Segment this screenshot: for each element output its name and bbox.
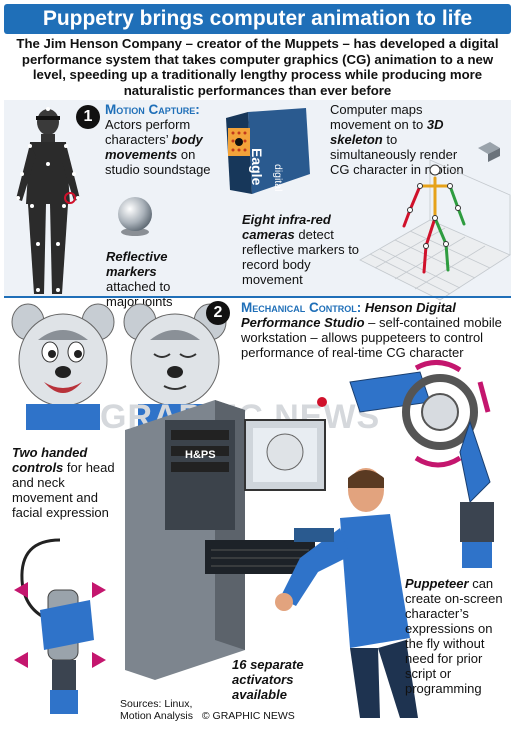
intro-text: The Jim Henson Company – creator of the … bbox=[16, 36, 499, 98]
head-control-rig-illustration bbox=[317, 360, 494, 568]
camera-brand-sub: digital bbox=[272, 164, 284, 192]
small-camera-icon bbox=[478, 142, 500, 162]
3d-skeleton-illustration bbox=[359, 159, 511, 301]
puppeteer-text: Puppeteer can create on-screen character… bbox=[405, 576, 503, 696]
motion-capture-heading: Motion Capture: bbox=[105, 102, 200, 117]
sources-footer: Sources: Linux, Motion Analysis © GRAPHI… bbox=[120, 698, 295, 722]
reflective-marker-illustration bbox=[118, 197, 152, 236]
section-number-1: 1 bbox=[76, 105, 100, 129]
workstation-illustration bbox=[125, 400, 326, 680]
controls-text: Two handed controls for head and neck mo… bbox=[12, 445, 115, 520]
section-number-2: 2 bbox=[206, 301, 230, 325]
character-face-smiling bbox=[11, 303, 115, 430]
mechanical-control-text: Mechanical Control: Henson Digital Perfo… bbox=[241, 300, 502, 360]
camera-text: Eight infra-red cameras detect reflectiv… bbox=[242, 212, 360, 287]
page-title: Puppetry brings computer animation to li… bbox=[42, 7, 473, 30]
title-bar: Puppetry brings computer animation to li… bbox=[4, 4, 511, 34]
camera-brand: Eagle bbox=[249, 148, 265, 186]
hand-control-illustration bbox=[14, 538, 106, 714]
workstation-label: H&PS bbox=[185, 449, 216, 461]
mocap-actor-illustration bbox=[16, 107, 80, 294]
puppeteer-illustration bbox=[275, 468, 418, 718]
infrared-camera-illustration bbox=[226, 108, 310, 194]
mechanical-control-heading: Mechanical Control: bbox=[241, 300, 362, 315]
activators-text: 16 separate activators available bbox=[232, 657, 304, 702]
motion-capture-text: Motion Capture: Actors perform character… bbox=[105, 102, 211, 177]
section-divider bbox=[4, 296, 511, 298]
